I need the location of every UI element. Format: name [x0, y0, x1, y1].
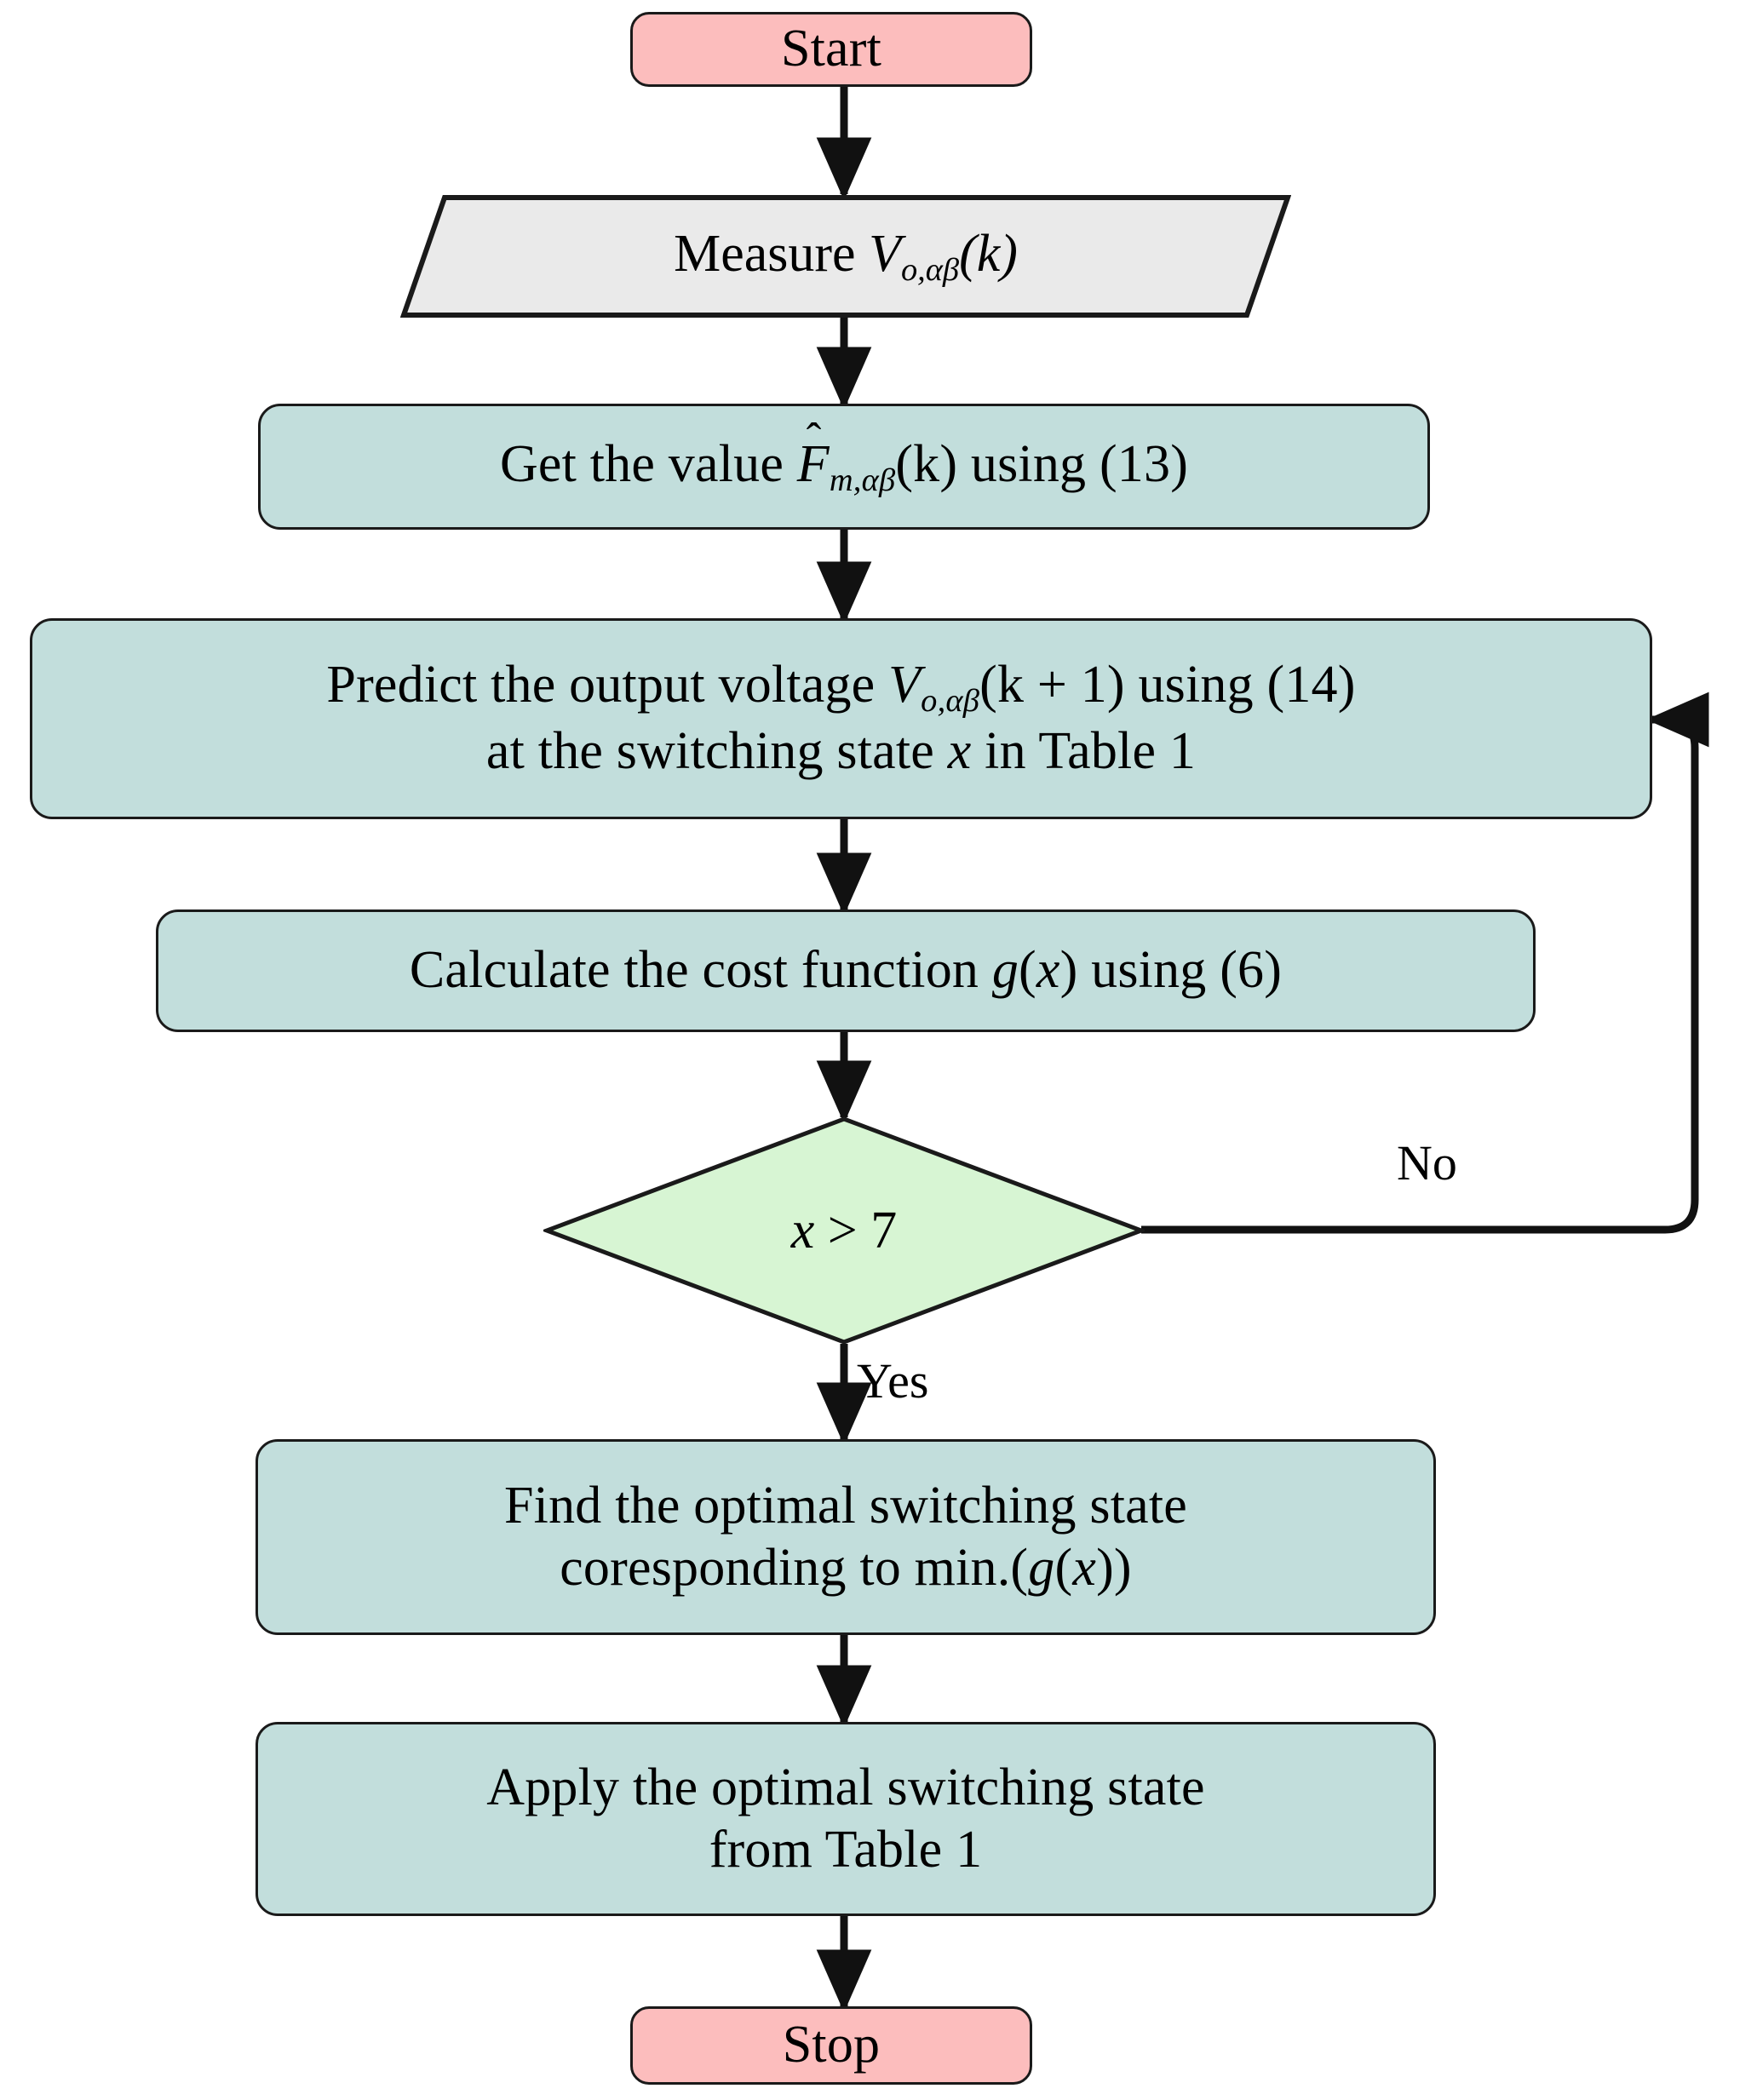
- node-find-optimal[interactable]: Find the optimal switching state corespo…: [256, 1439, 1436, 1635]
- node-cost-function[interactable]: Calculate the cost function g(x) using (…: [156, 909, 1536, 1032]
- node-predict-line2: at the switching state x in Table 1: [486, 720, 1196, 783]
- measure-var-main: V: [869, 225, 901, 284]
- decision-operator: >: [814, 1201, 871, 1259]
- edge-label-no: No: [1397, 1135, 1457, 1191]
- getvalue-text-suffix: (k) using (13): [895, 434, 1189, 493]
- predict-line1-prefix: Predict the output voltage: [326, 656, 889, 714]
- node-start[interactable]: Start: [630, 12, 1032, 87]
- node-measure[interactable]: Measure Vo,αβ(k): [400, 194, 1291, 318]
- decision-var-x: x: [790, 1201, 815, 1259]
- node-measure-label: Measure Vo,αβ(k): [400, 194, 1291, 318]
- cost-text-suffix: using (6): [1077, 941, 1283, 1000]
- predict-line1-sub: o,αβ: [921, 683, 980, 720]
- predict-line1-var: V: [888, 656, 922, 714]
- cost-var-close: ): [1059, 941, 1078, 1000]
- predict-line1-suffix: (k + 1) using (14): [979, 656, 1356, 714]
- node-apply[interactable]: Apply the optimal switching state from T…: [256, 1722, 1436, 1916]
- node-apply-line2: from Table 1: [709, 1821, 983, 1879]
- find-line2-prefix: coresponding to min.(: [560, 1539, 1029, 1597]
- getvalue-var-main: F: [796, 434, 830, 493]
- measure-text-prefix: Measure: [674, 225, 870, 284]
- node-stop[interactable]: Stop: [630, 2006, 1032, 2085]
- find-line2-suffix: )): [1096, 1539, 1132, 1597]
- decision-value: 7: [870, 1201, 898, 1259]
- cost-var-open: (: [1019, 941, 1036, 1000]
- node-start-label: Start: [780, 20, 882, 78]
- find-line2-g: g: [1028, 1539, 1055, 1597]
- parallelogram-shape: [400, 194, 1291, 318]
- node-find-optimal-line1: Find the optimal switching state: [504, 1476, 1187, 1535]
- find-line2-x: x: [1072, 1539, 1097, 1597]
- predict-line2-var: x: [947, 722, 972, 781]
- find-line2-mid: (: [1054, 1539, 1073, 1597]
- hat-accent-icon: ˆ: [806, 414, 822, 464]
- diamond-shape: [543, 1116, 1145, 1345]
- node-find-optimal-line2: coresponding to min.(g(x)): [560, 1537, 1132, 1599]
- node-decision-label: x > 7: [543, 1116, 1145, 1345]
- measure-text-suffix: (k): [959, 225, 1018, 284]
- node-stop-label: Stop: [782, 2016, 881, 2074]
- node-cost-function-label: Calculate the cost function g(x) using (…: [410, 939, 1282, 1001]
- cost-var-g: g: [991, 941, 1019, 1000]
- measure-var-sub: o,αβ: [900, 251, 960, 288]
- edge-label-yes: Yes: [857, 1353, 929, 1409]
- node-predict-line1: Predict the output voltage Vo,αβ(k + 1) …: [326, 654, 1355, 720]
- node-predict[interactable]: Predict the output voltage Vo,αβ(k + 1) …: [30, 618, 1652, 819]
- node-apply-line1: Apply the optimal switching state: [486, 1758, 1205, 1816]
- cost-var-x: x: [1036, 941, 1060, 1000]
- predict-line2-prefix: at the switching state: [485, 722, 948, 781]
- node-decision[interactable]: x > 7: [543, 1116, 1145, 1345]
- predict-line2-suffix: in Table 1: [971, 722, 1197, 781]
- getvalue-text-prefix: Get the value: [499, 434, 797, 493]
- cost-text-prefix: Calculate the cost function: [409, 941, 992, 1000]
- getvalue-var-sub: m,αβ: [829, 462, 896, 498]
